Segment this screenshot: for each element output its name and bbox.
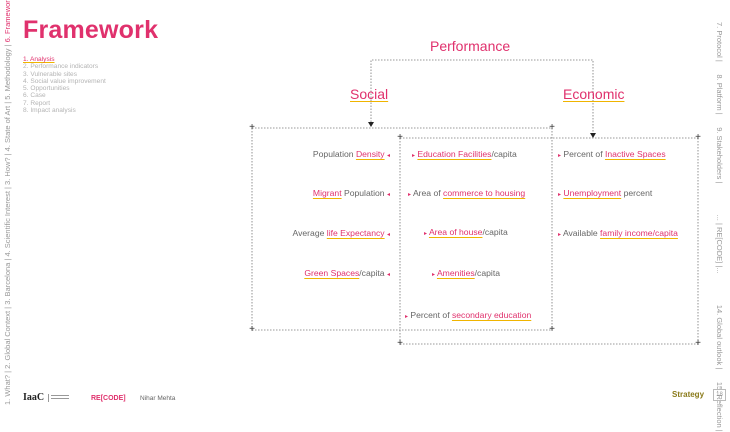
section-label: Strategy xyxy=(672,390,705,399)
iaac-logo: IaaC xyxy=(23,392,45,403)
bullet-triangle-icon: ▸ xyxy=(408,192,412,198)
arrow-down-icon xyxy=(590,133,596,138)
plus-marker: + xyxy=(397,338,403,349)
page-title: Framework xyxy=(23,16,159,44)
bullet-triangle-icon: ▸ xyxy=(405,314,409,320)
social-heading: Social xyxy=(350,86,389,102)
indicator-secondary-education: ▸ Percent of secondary education xyxy=(405,310,532,320)
recode-logo: RE[CODE] xyxy=(91,395,126,402)
bullet-triangle-icon: ▸ xyxy=(558,153,562,159)
submenu-item-performance-indicators[interactable]: 2. Performance indicators xyxy=(23,63,99,71)
bullet-triangle-icon: ▸ xyxy=(412,153,416,159)
indicator-amenities: ▸ Amenities/capita xyxy=(432,268,500,278)
submenu-item-social-value[interactable]: 4. Social value improvement xyxy=(23,77,106,85)
bullet-triangle-icon: ◂ xyxy=(386,232,390,238)
submenu-item-vulnerable-sites[interactable]: 3. Vulnerable sites xyxy=(23,70,78,78)
indicator-inactive-spaces: ▸ Percent of Inactive Spaces xyxy=(558,149,666,159)
plus-marker: + xyxy=(549,122,555,133)
indicator-migrant-population: Migrant Population ◂ xyxy=(312,188,390,198)
indicator-education-facilities: ▸ Education Facilities/capita xyxy=(412,149,517,159)
page-number: 18 xyxy=(713,389,726,401)
economic-heading: Economic xyxy=(563,86,625,102)
plus-marker: + xyxy=(249,122,255,133)
bullet-triangle-icon: ◂ xyxy=(386,192,390,198)
indicator-commerce-housing: ▸ Area of commerce to housing xyxy=(408,188,526,198)
performance-heading: Performance xyxy=(430,38,511,54)
submenu-item-analysis[interactable]: 1. Analysis xyxy=(23,56,55,63)
submenu-item-report[interactable]: 7. Report xyxy=(23,99,51,107)
indicator-unemployment: ▸ Unemployment percent xyxy=(558,188,653,198)
submenu: 1. Analysis 2. Performance indicators 3.… xyxy=(23,56,106,114)
bullet-triangle-icon: ▸ xyxy=(558,192,562,198)
indicator-family-income: ▸ Available family income/capita xyxy=(558,228,678,238)
bullet-triangle-icon: ▸ xyxy=(432,272,436,278)
bullet-triangle-icon: ▸ xyxy=(424,231,428,237)
plus-marker: + xyxy=(249,324,255,335)
bullet-triangle-icon: ◂ xyxy=(386,153,390,159)
arrow-down-icon xyxy=(368,122,374,127)
bullet-triangle-icon: ▸ xyxy=(558,232,562,238)
indicator-population-density: Population Density ◂ xyxy=(312,149,390,159)
diagram-connectors xyxy=(251,59,699,345)
plus-marker: + xyxy=(695,132,701,143)
bullet-triangle-icon: ◂ xyxy=(386,272,390,278)
indicator-green-spaces: Green Spaces/capita ◂ xyxy=(304,268,390,278)
submenu-item-opportunities[interactable]: 5. Opportunities xyxy=(23,85,70,93)
plus-marker: + xyxy=(397,132,403,143)
plus-marker: + xyxy=(695,338,701,349)
plus-marker: + xyxy=(549,324,555,335)
indicator-area-of-house: ▸ Area of house/capita xyxy=(424,227,508,237)
submenu-item-impact-analysis[interactable]: 8. Impact analysis xyxy=(23,107,76,115)
author-name: Nihar Mehta xyxy=(140,395,176,402)
iaac-logo-mark xyxy=(48,394,69,402)
submenu-item-case[interactable]: 6. Case xyxy=(23,92,46,100)
indicator-life-expectancy: Average life Expectancy ◂ xyxy=(292,228,390,238)
